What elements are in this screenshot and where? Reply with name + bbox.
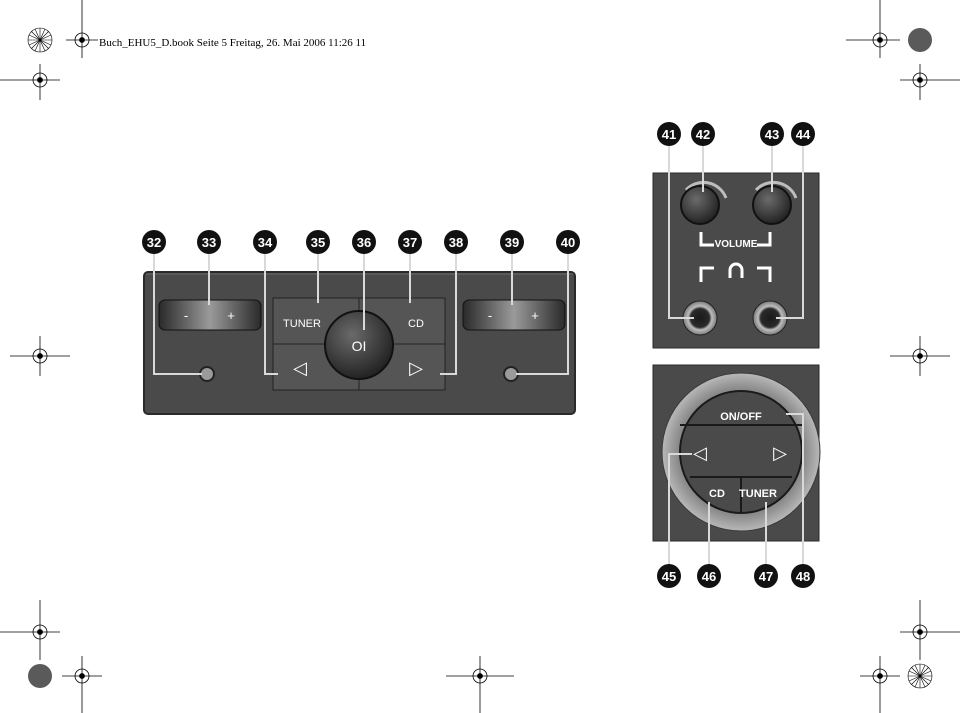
callout-47: 47 xyxy=(759,569,773,584)
remote-seek-back-icon[interactable]: ◁ xyxy=(693,443,707,463)
gray-dot-mark-icon xyxy=(908,28,932,52)
remote-onoff-label: ON/OFF xyxy=(720,411,762,423)
cd-label: CD xyxy=(408,318,424,330)
callout-46: 46 xyxy=(702,569,716,584)
crosshair-mark-icon xyxy=(890,336,950,376)
leader-lines xyxy=(153,142,804,568)
seek-back-icon: ◁ xyxy=(293,358,307,378)
main-radio-panel: - + - + TUNER CD ◁ ▷ OI xyxy=(143,271,576,415)
gray-dot-mark-icon xyxy=(28,664,52,688)
remote-cd-button[interactable]: CD xyxy=(709,488,725,500)
left-knob-minus: - xyxy=(184,308,188,323)
right-knob-plus: + xyxy=(531,308,539,323)
callout-34: 34 xyxy=(258,235,273,250)
starburst-mark-icon xyxy=(27,27,53,53)
volume-knob-left[interactable] xyxy=(680,180,728,225)
crosshair-mark-icon xyxy=(900,64,960,100)
right-knob-minus: - xyxy=(488,308,492,323)
volume-bracket xyxy=(699,232,772,247)
callout-45: 45 xyxy=(662,569,676,584)
crosshair-mark-icon xyxy=(62,656,102,713)
callout-40: 40 xyxy=(561,235,575,250)
seek-forward-icon: ▷ xyxy=(409,358,423,378)
left-knob-plus: + xyxy=(227,308,235,323)
callout-35: 35 xyxy=(311,235,325,250)
starburst-mark-icon xyxy=(907,663,933,689)
callout-42: 42 xyxy=(696,127,710,142)
crosshair-mark-icon xyxy=(900,600,960,660)
power-knob[interactable]: OI xyxy=(324,310,394,380)
headphone-icon xyxy=(728,262,744,278)
callout-36: 36 xyxy=(357,235,371,250)
callout-33: 33 xyxy=(202,235,216,250)
power-label: OI xyxy=(352,338,367,354)
volume-label: VOLUME xyxy=(715,239,758,250)
crosshair-mark-icon xyxy=(66,0,98,58)
crosshair-mark-icon xyxy=(0,600,60,660)
crosshair-mark-icon xyxy=(10,336,70,376)
crosshair-mark-icon xyxy=(846,0,900,58)
volume-knob-right[interactable] xyxy=(752,180,798,225)
callout-37: 37 xyxy=(403,235,417,250)
left-volume-rotary[interactable]: - + xyxy=(158,299,262,331)
crosshair-mark-icon xyxy=(860,656,900,713)
crosshair-mark-icon xyxy=(0,64,60,100)
left-sensor xyxy=(199,366,215,382)
callout-41: 41 xyxy=(662,127,676,142)
remote-seek-forward-icon[interactable]: ▷ xyxy=(773,443,787,463)
tuner-label: TUNER xyxy=(283,318,321,330)
callout-32: 32 xyxy=(147,235,161,250)
headphone-bracket xyxy=(699,266,772,282)
crosshair-mark-icon xyxy=(446,656,514,713)
remote-panel: ON/OFF ◁ ▷ CD TUNER xyxy=(652,364,821,542)
callout-markers: 32 33 34 35 36 37 38 39 40 41 42 43 44 4… xyxy=(142,122,815,588)
right-volume-rotary[interactable]: - + xyxy=(462,299,566,331)
page-header: Buch_EHU5_D.book Seite 5 Freitag, 26. Ma… xyxy=(99,37,367,49)
callout-43: 43 xyxy=(765,127,779,142)
callout-38: 38 xyxy=(449,235,463,250)
headphone-panel: VOLUME xyxy=(652,172,820,349)
callout-48: 48 xyxy=(796,569,810,584)
right-sensor xyxy=(503,366,519,382)
callout-39: 39 xyxy=(505,235,519,250)
callout-44: 44 xyxy=(796,127,811,142)
remote-tuner-button[interactable]: TUNER xyxy=(739,488,777,500)
